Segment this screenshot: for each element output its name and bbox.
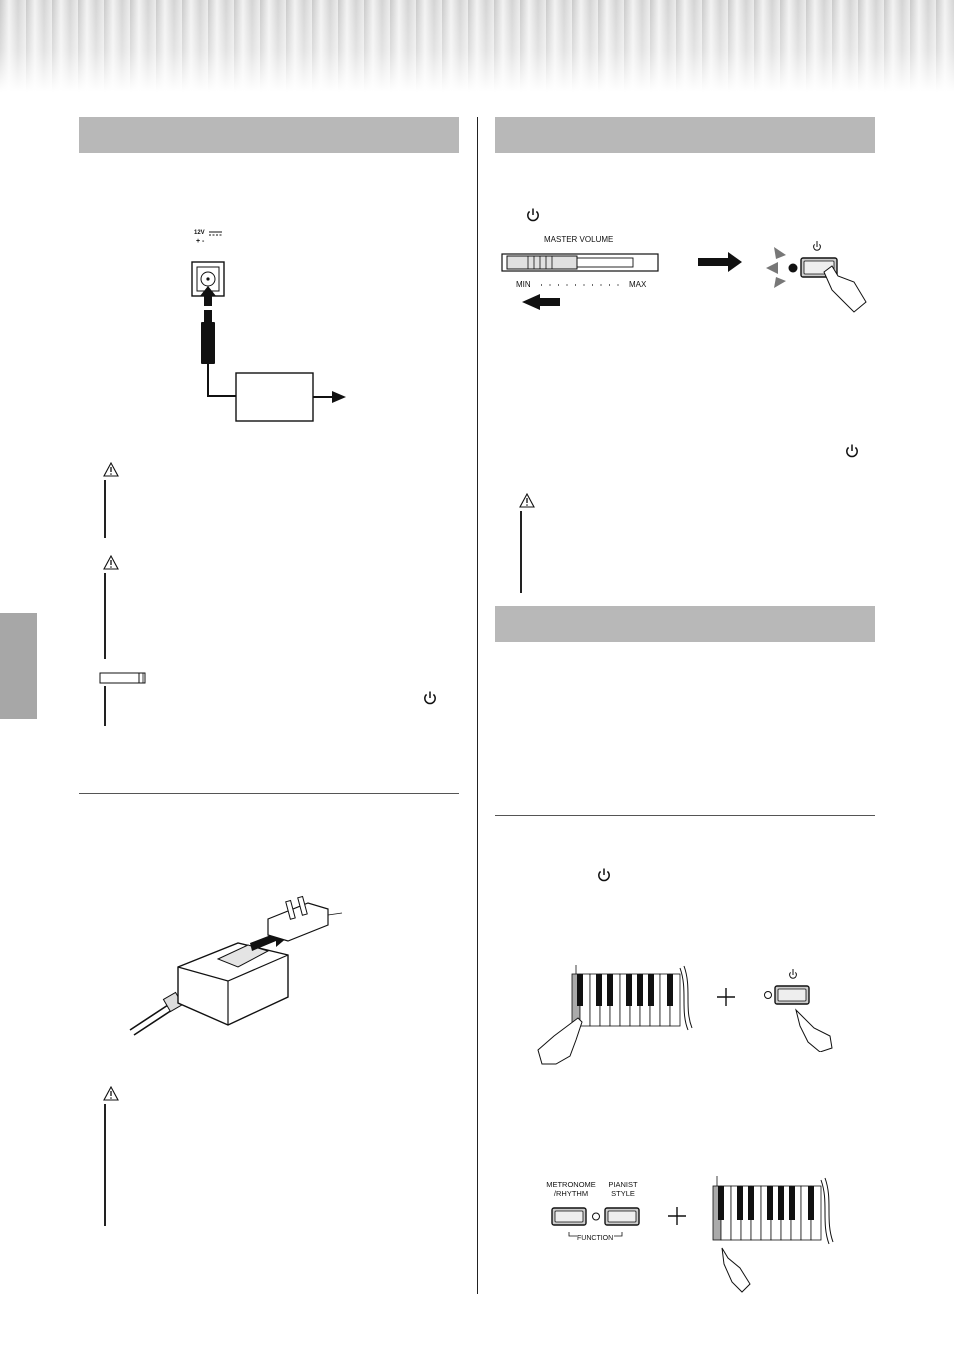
- function-label: FUNCTION: [577, 1235, 614, 1242]
- lowest-key-keyboard-diagram: [534, 960, 694, 1066]
- section-heading-power-supply: [79, 117, 459, 153]
- dc-in-connection-diagram: 12V + -: [170, 226, 370, 426]
- caution-triangle-icon: [103, 555, 119, 571]
- power-switch-press-diagram: [762, 238, 872, 313]
- function-buttons-illustration: [551, 1207, 640, 1237]
- caution-triangle-icon: [519, 493, 535, 509]
- power-switch-illustration: [766, 241, 867, 313]
- dc-in-polarity-label: + -: [196, 238, 205, 245]
- subsection-rule-right: [495, 815, 875, 816]
- volume-min-label: MIN: [516, 280, 531, 289]
- note-bar: [104, 686, 106, 726]
- plus-icon: [667, 1206, 687, 1231]
- column-divider: [477, 117, 478, 1294]
- power-icon: [525, 207, 541, 223]
- caution-bar: [104, 480, 106, 538]
- master-volume-label: MASTER VOLUME: [544, 235, 614, 244]
- volume-slider-illustration: [501, 253, 659, 310]
- page-header-band: [0, 0, 954, 92]
- volume-max-label: MAX: [629, 280, 647, 289]
- function-buttons-diagram: METRONOME /RHYTHM PIANIST STYLE FUNCTION: [540, 1178, 650, 1248]
- power-icon: [844, 443, 860, 459]
- power-icon: [422, 690, 438, 706]
- pianist-style-label: PIANIST STYLE: [608, 1180, 638, 1198]
- dc-in-voltage-label: 12V: [194, 230, 205, 236]
- note-tab-icon: [99, 671, 149, 685]
- keyboard-with-finger-illustration: [712, 1176, 834, 1293]
- power-switch-hold-diagram: [760, 966, 840, 1053]
- section-heading-power-on: [495, 117, 875, 153]
- subsection-rule-left: [79, 793, 459, 794]
- dc-plug-illustration: [191, 231, 346, 422]
- lowest-key-keyboard-diagram-2: [704, 1172, 839, 1294]
- section-heading-auto-power-off: [495, 606, 875, 642]
- ac-adaptor-illustration: [129, 895, 343, 1036]
- power-switch-hold-illustration: [764, 969, 833, 1053]
- keyboard-with-hand-illustration: [537, 965, 693, 1065]
- master-volume-diagram: MASTER VOLUME MIN MAX: [500, 232, 665, 312]
- metronome-rhythm-label: METRONOME /RHYTHM: [546, 1180, 596, 1198]
- caution-triangle-icon: [103, 462, 119, 478]
- caution-bar: [104, 573, 106, 659]
- caution-bar: [520, 511, 522, 593]
- chapter-side-tab: [0, 613, 37, 719]
- ac-adaptor-plug-diagram: [128, 895, 358, 1040]
- caution-triangle-icon: [103, 1086, 119, 1102]
- caution-bar: [104, 1104, 106, 1226]
- power-icon: [596, 867, 612, 883]
- plus-icon: [716, 987, 736, 1012]
- arrow-right-icon: [698, 252, 744, 277]
